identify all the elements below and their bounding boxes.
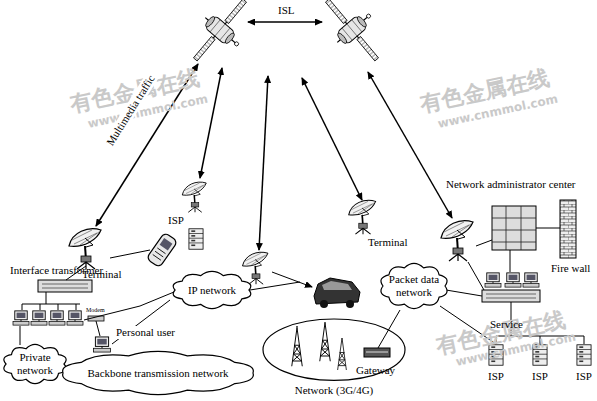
device-label: ISP <box>488 370 504 383</box>
station-label: Terminal <box>368 236 408 249</box>
mobile-network: Network (3G/4G) <box>262 318 406 397</box>
network-name: Backbone transmission network <box>79 367 236 380</box>
device-label: ISP <box>576 370 592 383</box>
network-name: Packet data network <box>378 273 450 298</box>
network-cloud: Backbone transmission network <box>58 350 258 396</box>
device-label: Service <box>490 318 523 331</box>
station-label: ISP <box>168 214 184 227</box>
network-cloud: IP network <box>170 270 254 310</box>
network-name: Network (3G/4G) <box>295 384 374 397</box>
device-label: Interface transformer <box>10 264 103 277</box>
network-name: Private network <box>1 351 69 376</box>
device-label: Modem <box>86 307 105 314</box>
station-label: Network administrator center <box>446 178 576 191</box>
device-label: Personal user <box>114 326 177 339</box>
link-label: ISL <box>276 4 297 17</box>
device-label: Gateway <box>356 364 395 377</box>
network-cloud: Private network <box>1 343 69 385</box>
network-cloud: Packet data network <box>378 262 450 310</box>
device-label: Fire wall <box>551 262 590 275</box>
device-label: ISP <box>532 370 548 383</box>
network-name: IP network <box>180 284 244 297</box>
